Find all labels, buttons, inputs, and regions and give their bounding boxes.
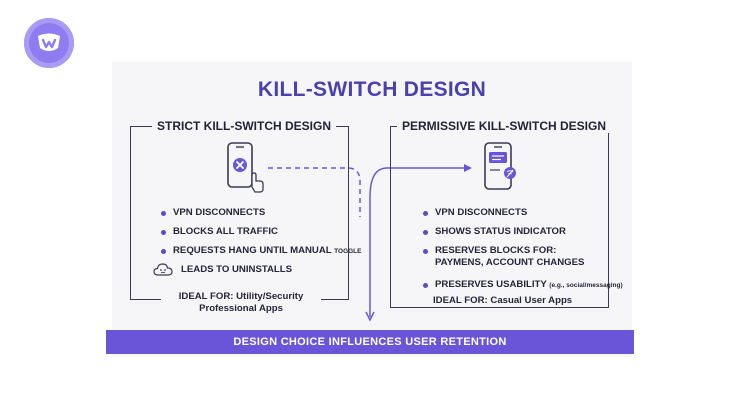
- retention-banner: DESIGN CHOICE INFLUENCES USER RETENTION: [106, 330, 634, 354]
- permissive-ideal: IDEAL FOR: Casual User Apps: [421, 295, 581, 307]
- bullet-text: VPN DISCONNECTS: [173, 207, 266, 218]
- permissive-panel: PERMISSIVE KILL-SWITCH DESIGN VPN DISCON…: [390, 119, 623, 308]
- strict-ideal: IDEAL FOR: Utility/Security Professional…: [161, 291, 321, 315]
- list-item: SHOWS STATUS INDICATOR: [421, 226, 623, 245]
- strict-heading: STRICT KILL-SWITCH DESIGN: [152, 119, 336, 133]
- list-item: VPN DISCONNECTS: [421, 207, 623, 226]
- bullet-text: BLOCKS ALL TRAFFIC: [173, 226, 278, 237]
- diagram-title: KILL-SWITCH DESIGN: [257, 78, 487, 101]
- strict-panel: STRICT KILL-SWITCH DESIGN VPN DISCONNECT…: [130, 119, 361, 315]
- bullet-text: RESERVES BLOCKS FOR:: [435, 245, 557, 256]
- bullet-text: VPN DISCONNECTS: [435, 207, 528, 218]
- ideal-line: IDEAL FOR: Utility/Security: [178, 291, 304, 302]
- list-item: RESERVES BLOCKS FOR: PAYMENS, ACCOUNT CH…: [421, 245, 623, 279]
- phone-x-icon: [227, 142, 264, 193]
- list-item: PRESERVES USABILITY (e.g., social/messag…: [421, 279, 623, 298]
- app-logo: [24, 18, 74, 68]
- phone-status-icon: [484, 142, 516, 190]
- permissive-heading: PERMISSIVE KILL-SWITCH DESIGN: [397, 119, 612, 133]
- bullet-text: SHOWS STATUS INDICATOR: [435, 226, 566, 237]
- ideal-line: Professional Apps: [199, 303, 283, 314]
- bullet-text: LEADS TO UNINSTALLS: [181, 264, 293, 275]
- list-item: BLOCKS ALL TRAFFIC: [159, 226, 361, 245]
- bullet-text: PRESERVES USABILITY: [435, 279, 547, 290]
- bullet-small-text: TOGGLE: [334, 248, 362, 255]
- list-item: VPN DISCONNECTS: [159, 207, 361, 226]
- list-item: LEADS TO UNINSTALLS: [153, 263, 361, 283]
- bullet-text: REQUESTS HANG UNTIL MANUAL: [173, 245, 332, 256]
- bullet-small-text: (e.g., social/messaging): [549, 282, 623, 289]
- sad-cloud-icon: [153, 263, 173, 276]
- connector-arrows: [268, 164, 472, 322]
- list-item: REQUESTS HANG UNTIL MANUAL TOGGLE: [159, 245, 361, 264]
- bullet-text: PAYMENS, ACCOUNT CHANGES: [435, 257, 585, 268]
